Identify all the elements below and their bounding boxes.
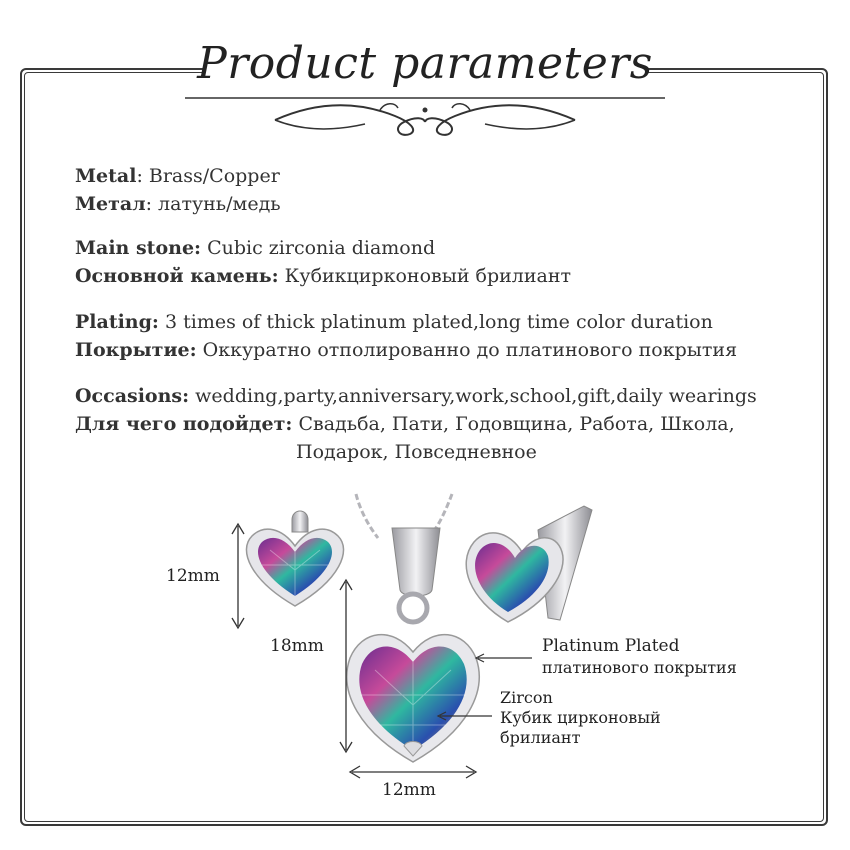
jewelry-illustration (231, 493, 593, 779)
title-backdrop (205, 40, 645, 120)
spec-value: : Brass/Copper (136, 165, 280, 187)
pendant-height-label: 18mm (270, 636, 324, 656)
spec-stone-en: Main stone: Cubic zirconia diamond (75, 236, 435, 260)
spec-occasions-ru: Для чего подойдет: Свадьба, Пати, Годовщ… (75, 412, 735, 436)
spec-value: 3 times of thick platinum plated,long ti… (158, 311, 713, 333)
spec-label: Метал (75, 193, 146, 215)
spec-label: Occasions: (75, 385, 190, 407)
spec-value: Кубикцирконовый брилиант (278, 265, 572, 287)
spec-label: Main stone: (75, 237, 202, 259)
spec-value: : латунь/медь (145, 193, 281, 215)
spec-occasions-ru-cont: Подарок, Повседневное (296, 441, 537, 463)
spec-value: Оккуратно отполированно до платинового п… (196, 339, 738, 361)
left-earring (245, 510, 345, 607)
spec-value: Cubic zirconia diamond (201, 237, 436, 259)
spec-occasions-en: Occasions: wedding,party,anniversary,wor… (75, 384, 757, 408)
page-title: Product parameters (197, 38, 653, 89)
earring-height-label: 12mm (166, 566, 220, 586)
pendant-height-dimension (339, 578, 353, 754)
spec-label: Plating: (75, 311, 159, 333)
spec-label: Основной камень: (75, 265, 279, 287)
spec-value: wedding,party,anniversary,work,school,gi… (189, 385, 757, 407)
spec-metal-ru: Метал: латунь/медь (75, 192, 281, 216)
pendant (346, 527, 480, 763)
right-earring (465, 505, 593, 623)
plating-callout-en: Platinum Plated (542, 636, 680, 656)
spec-plating-en: Plating: 3 times of thick platinum plate… (75, 310, 713, 334)
spec-plating-ru: Покрытие: Оккуратно отполированно до пла… (75, 338, 737, 362)
pendant-width-label: 12mm (382, 780, 436, 800)
spec-label: Покрытие: (75, 339, 197, 361)
spec-stone-ru: Основной камень: Кубикцирконовый брилиан… (75, 264, 571, 288)
spec-label: Для чего подойдет: (75, 413, 293, 435)
plating-callout-ru: платинового покрытия (542, 658, 737, 677)
earring-height-dimension (231, 522, 245, 630)
spec-label: Metal (75, 165, 137, 187)
spec-metal-en: Metal: Brass/Copper (75, 164, 280, 188)
pendant-width-dimension (348, 765, 478, 779)
zircon-callout-ru-2: брилиант (500, 728, 581, 747)
spec-value: Свадьба, Пати, Годовщина, Работа, Школа, (292, 413, 735, 435)
zircon-callout-en: Zircon (500, 688, 553, 707)
zircon-callout-ru-1: Кубик цирконовый (500, 708, 661, 727)
flourish-ornament-icon (185, 97, 665, 136)
